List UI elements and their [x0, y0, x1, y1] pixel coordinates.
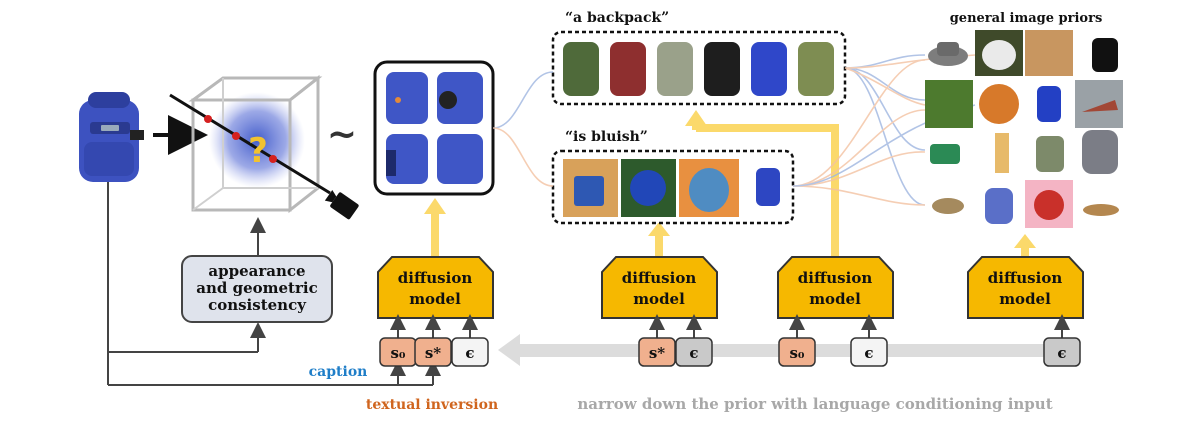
- diffusion-model-2-line1: diffusion: [622, 269, 697, 287]
- diffusion-model-3-line1: diffusion: [798, 269, 873, 287]
- diffusion-model-1: diffusion model: [377, 256, 494, 319]
- token-eps-4: [1043, 337, 1081, 367]
- token-eps-1: [451, 337, 489, 367]
- input-backpack-icon: [79, 92, 144, 182]
- question-mark: ?: [248, 131, 268, 171]
- camera-ray: [169, 93, 331, 195]
- token-s0-3: [778, 337, 816, 367]
- nerf-cube: ?: [169, 74, 331, 214]
- token-row: s₀ s* ϵ s* ϵ s₀ ϵ ϵ: [379, 314, 1081, 385]
- diffusion-model-1-line2: model: [409, 290, 461, 308]
- caption-label: caption: [309, 364, 368, 380]
- token-eps-3: [850, 337, 888, 367]
- diffusion-model-2: diffusion model: [601, 256, 718, 319]
- consistency-line1: appearance: [208, 262, 305, 280]
- textual-inversion-label: textual inversion: [366, 397, 498, 413]
- token-eps-2: [675, 337, 713, 367]
- consistency-box: appearance and geometric consistency: [181, 217, 333, 352]
- consistency-line3: consistency: [208, 296, 307, 314]
- diffusion-model-4-line2: model: [999, 290, 1051, 308]
- camera-icon: [324, 190, 359, 220]
- token-s0-3-label: s₀: [789, 344, 804, 362]
- diffusion-model-4: diffusion model: [967, 256, 1084, 319]
- token-eps-3-label: ϵ: [864, 344, 873, 362]
- is-bluish-panel: [551, 149, 795, 225]
- token-eps-1-label: ϵ: [465, 344, 474, 362]
- token-eps-2-label: ϵ: [689, 344, 698, 362]
- diffusion-model-3: diffusion model: [777, 256, 894, 319]
- image-priors-grid: [925, 30, 1123, 228]
- general-image-priors-label: general image priors: [950, 11, 1103, 26]
- token-sstar-1-label: s*: [425, 344, 441, 362]
- consistency-line2: and geometric: [196, 279, 317, 297]
- diffusion-model-4-line1: diffusion: [988, 269, 1063, 287]
- diffusion-model-3-line2: model: [809, 290, 861, 308]
- token-sstar-2: [638, 337, 676, 367]
- token-sstar-1: [414, 337, 452, 367]
- tilde-symbol: ~: [327, 114, 357, 155]
- a-backpack-label: “a backpack”: [565, 10, 669, 26]
- yellow-output-arrows: [424, 110, 1036, 256]
- token-s0-1-label: s₀: [390, 344, 405, 362]
- diffusion-model-1-line1: diffusion: [398, 269, 473, 287]
- token-sstar-2-label: s*: [649, 344, 665, 362]
- rendered-views-panel: [373, 60, 495, 196]
- a-backpack-panel: [551, 30, 847, 106]
- narrow-down-label: narrow down the prior with language cond…: [577, 395, 1052, 413]
- is-bluish-label: “is bluish”: [565, 129, 648, 145]
- diffusion-model-2-line2: model: [633, 290, 685, 308]
- token-eps-4-label: ϵ: [1057, 344, 1066, 362]
